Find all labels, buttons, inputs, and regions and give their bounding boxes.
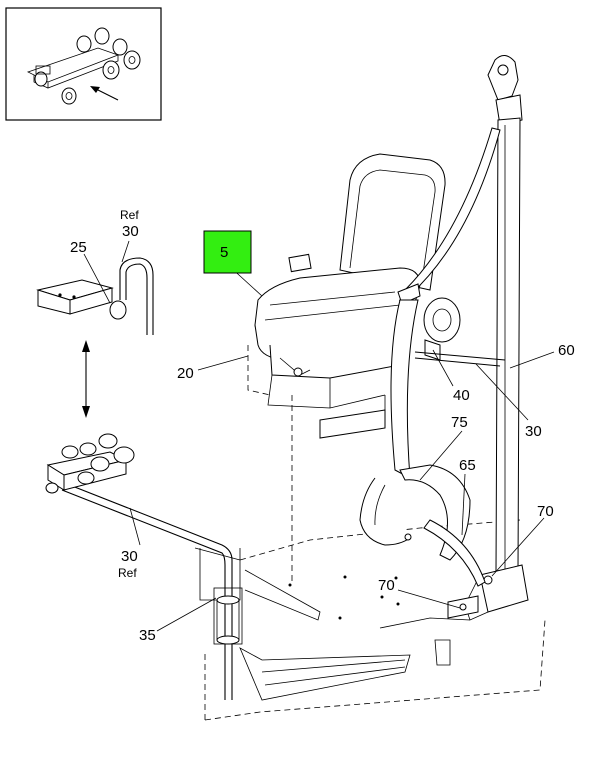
callout-30-right: 30 (525, 423, 542, 440)
leader-lines (83, 240, 555, 632)
callout-60: 60 (558, 342, 575, 359)
cab-floor (194, 519, 546, 721)
callout-20: 20 (177, 365, 194, 382)
callout-25: 25 (70, 239, 87, 256)
callout-40: 40 (453, 387, 470, 404)
callout-30-bottom: 30 (121, 548, 138, 565)
callout-30-top: 30 (122, 223, 139, 240)
double-arrow-icon (82, 340, 90, 418)
under-seat-tube (414, 351, 506, 367)
clamp-35 (213, 587, 243, 645)
seat-belt-60 (390, 55, 529, 621)
callout-ref-bottom: Ref (118, 566, 137, 580)
seat-5 (254, 153, 461, 439)
locator-arrow-icon (90, 86, 119, 101)
lap-strap-65 (423, 519, 486, 587)
callout-70-right: 70 (537, 503, 554, 520)
truck-chassis-icon (26, 27, 141, 105)
valve-manifold (45, 433, 135, 494)
callout-65: 65 (459, 457, 476, 474)
air-line-tube (61, 481, 241, 700)
callout-35: 35 (139, 627, 156, 644)
locator-inset (5, 7, 162, 121)
callout-5[interactable]: 5 (203, 230, 252, 274)
callout-75: 75 (451, 414, 468, 431)
bracket-with-elbow (36, 257, 154, 335)
callout-70-center: 70 (378, 577, 395, 594)
callout-5-label: 5 (220, 244, 228, 261)
callout-ref-top: Ref (120, 208, 139, 222)
